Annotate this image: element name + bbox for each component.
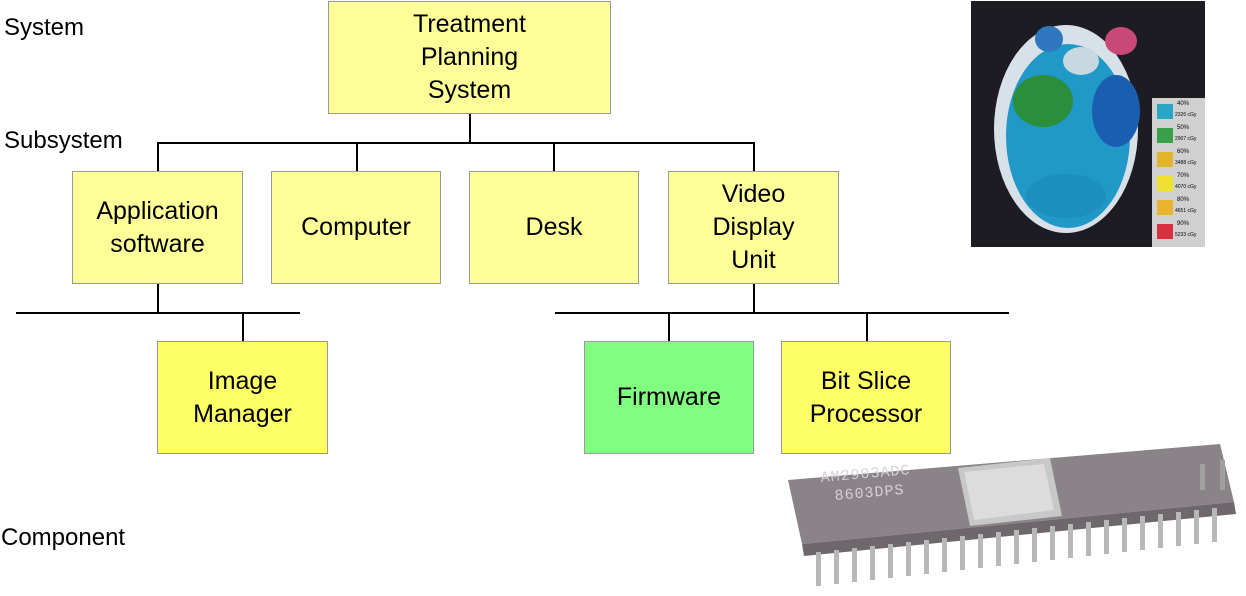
connector-right-component-bus <box>555 312 1009 314</box>
dose-swatch <box>1157 176 1173 191</box>
node-firmware: Firmware <box>584 341 754 454</box>
node-desk: Desk <box>469 171 639 284</box>
dose-swatch <box>1157 152 1173 167</box>
dose-percent: 80% <box>1177 197 1190 203</box>
dose-legend-entry: 90% 5233 cGy <box>1154 220 1204 243</box>
processor-chip-photo: AM2903ADC 8603DPS <box>780 440 1242 594</box>
connector-app-software-down <box>157 284 159 313</box>
node-bit-slice-processor: Bit Slice Processor <box>781 341 951 454</box>
dose-value: 4651 cGy <box>1175 208 1197 214</box>
node-computer: Computer <box>271 171 441 284</box>
connector-to-firmware <box>668 312 670 341</box>
connector-subsystem-bus <box>157 142 754 144</box>
dose-legend: 40% 2326 cGy 50% 2907 cGy 60% 3488 cGy 7… <box>1152 98 1205 247</box>
level-label-system: System <box>4 14 85 41</box>
dose-swatch <box>1157 128 1173 143</box>
node-image-manager: Image Manager <box>157 341 328 454</box>
dose-legend-entry: 80% 4651 cGy <box>1154 196 1204 219</box>
connector-to-bit-slice <box>866 312 868 341</box>
dose-swatch <box>1157 104 1173 119</box>
dose-legend-entry: 50% 2907 cGy <box>1154 124 1204 147</box>
dose-value: 3488 cGy <box>1175 160 1197 166</box>
connector-to-computer <box>356 142 358 171</box>
level-label-component: Component <box>1 524 126 551</box>
connector-left-component-bus <box>16 312 300 314</box>
ct-scan-graphic <box>994 25 1140 233</box>
connector-to-image-manager <box>242 312 244 341</box>
dose-swatch <box>1157 224 1173 239</box>
dose-legend-entry: 60% 3488 cGy <box>1154 148 1204 171</box>
dose-value: 4070 cGy <box>1175 184 1197 190</box>
dose-value: 2907 cGy <box>1175 136 1197 142</box>
node-video-display-unit: Video Display Unit <box>668 171 839 284</box>
connector-to-desk <box>553 142 555 171</box>
node-application-software: Application software <box>72 171 243 284</box>
level-label-subsystem: Subsystem <box>4 127 123 154</box>
dose-value: 5233 cGy <box>1175 232 1197 238</box>
dose-percent: 70% <box>1177 173 1190 179</box>
dose-percent: 50% <box>1177 125 1190 131</box>
connector-tps-down <box>469 114 471 143</box>
dose-swatch <box>1157 200 1173 215</box>
dose-value: 2326 cGy <box>1175 112 1197 118</box>
connector-to-app-software <box>157 142 159 171</box>
connector-vdu-down <box>753 284 755 313</box>
ct-dose-image: 40% 2326 cGy 50% 2907 cGy 60% 3488 cGy 7… <box>971 1 1205 247</box>
dose-percent: 60% <box>1177 149 1190 155</box>
chip-package-graphic <box>788 444 1236 586</box>
dose-percent: 90% <box>1177 221 1190 227</box>
dose-legend-entry: 40% 2326 cGy <box>1154 100 1204 123</box>
connector-to-vdu <box>753 142 755 171</box>
dose-legend-entry: 70% 4070 cGy <box>1154 172 1204 195</box>
node-treatment-planning-system: Treatment Planning System <box>328 1 611 114</box>
dose-percent: 40% <box>1177 101 1190 107</box>
